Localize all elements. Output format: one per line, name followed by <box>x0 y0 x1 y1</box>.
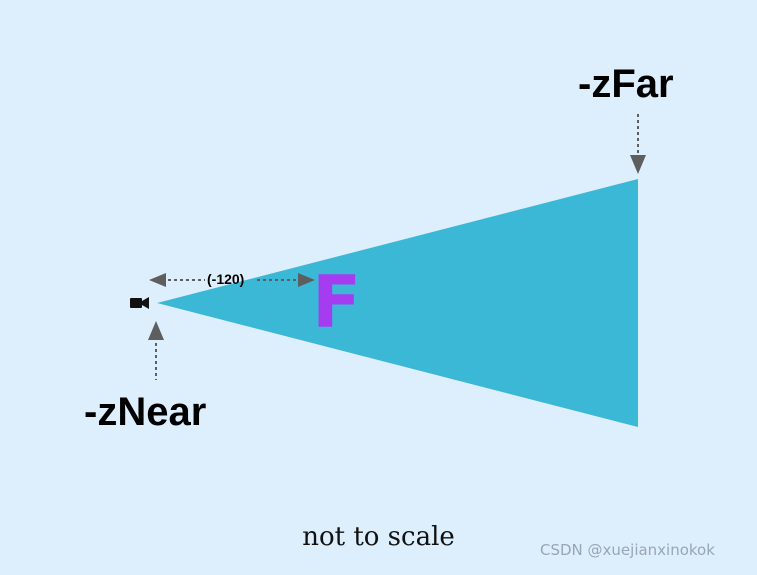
caption: not to scale <box>302 522 455 552</box>
znear-arrow <box>148 321 164 380</box>
distance-label: (-120) <box>207 271 245 287</box>
view-frustum <box>157 179 638 427</box>
znear-label: -zNear <box>84 390 207 434</box>
watermark: CSDN @xuejianxinokok <box>540 541 715 559</box>
distance-arrow <box>149 273 315 287</box>
zfar-arrow <box>630 114 646 174</box>
video-camera-icon <box>130 297 149 309</box>
object-f-label: F <box>312 260 362 344</box>
zfar-label: -zFar <box>578 62 674 106</box>
